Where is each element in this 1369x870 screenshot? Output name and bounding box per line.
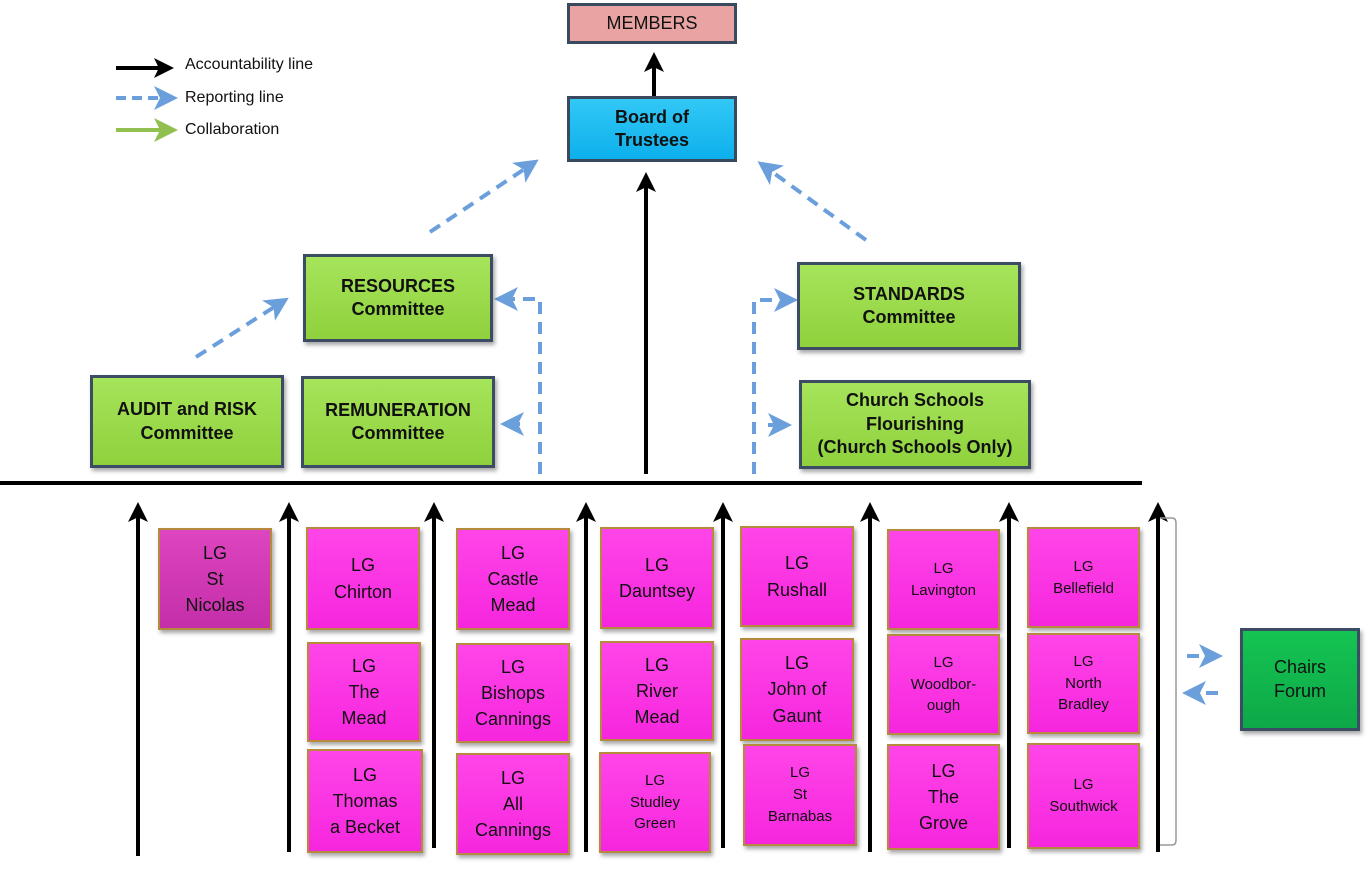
lg-john-of-gaunt-label: LG John of Gaunt: [767, 653, 827, 726]
remuneration-committee-label: REMUNERATION Committee: [325, 399, 471, 443]
lg-north-bradley: LG North Bradley: [1027, 633, 1140, 734]
lg-chirton-label: LG Chirton: [333, 555, 393, 602]
lg-lavington: LG Lavington: [887, 529, 1000, 630]
lg-studley-green-label: LG Studley Green: [629, 771, 681, 833]
lg-rushall-label: LG Rushall: [766, 553, 828, 600]
lg-woodborough-label: LG Woodbor- ough: [910, 653, 977, 715]
lg-bishops-cannings: LG Bishops Cannings: [456, 643, 570, 743]
lg-st-nicolas-label: LG St Nicolas: [185, 542, 245, 616]
resources-committee-label: RESOURCES Committee: [340, 275, 456, 319]
legend-reporting-label: Reporting line: [185, 89, 284, 106]
lg-st-nicolas: LG St Nicolas: [158, 528, 272, 630]
legend-accountability-label: Accountability line: [185, 56, 314, 73]
lg-accountability-arrows: [128, 502, 1168, 856]
remuneration-committee-box: REMUNERATION Committee: [301, 376, 495, 468]
lg-bellefield-label: LG Bellefield: [1053, 557, 1114, 597]
lg-st-barnabas-label: LG St Barnabas: [767, 764, 833, 825]
lg-chirton: LG Chirton: [306, 527, 420, 630]
reporting-lines: [194, 159, 1223, 705]
lg-southwick: LG Southwick: [1027, 743, 1140, 849]
lg-north-bradley-label: LG North Bradley: [1058, 652, 1109, 714]
standards-committee-box: STANDARDS Committee: [797, 262, 1021, 350]
board-label: Board of Trustees: [614, 106, 690, 150]
lg-all-cannings: LG All Cannings: [456, 753, 570, 855]
lg-the-mead: LG The Mead: [307, 642, 421, 742]
lg-castle-mead-label: LG Castle Mead: [487, 542, 539, 616]
church-schools-committee-box: Church Schools Flourishing (Church Schoo…: [799, 380, 1031, 469]
lg-group-bracket: [1160, 517, 1177, 846]
standards-committee-label: STANDARDS Committee: [853, 283, 965, 327]
lg-southwick-label: LG Southwick: [1049, 776, 1118, 815]
resources-committee-box: RESOURCES Committee: [303, 254, 493, 342]
lg-john-of-gaunt: LG John of Gaunt: [740, 638, 854, 741]
board-of-trustees-box: Board of Trustees: [567, 96, 737, 162]
members-box: MEMBERS: [567, 3, 737, 44]
lg-st-barnabas: LG St Barnabas: [743, 744, 857, 846]
lg-bellefield: LG Bellefield: [1027, 527, 1140, 628]
audit-risk-committee-label: AUDIT and RISK Committee: [116, 399, 257, 443]
lg-thomas-a-becket-label: LG Thomas a Becket: [329, 764, 401, 838]
lg-woodborough: LG Woodbor- ough: [887, 634, 1000, 735]
legend-collaboration-label: Collaboration: [185, 121, 280, 138]
lg-castle-mead: LG Castle Mead: [456, 528, 570, 630]
lg-studley-green: LG Studley Green: [599, 752, 711, 853]
chairs-forum-box: Chairs Forum: [1240, 628, 1360, 731]
lg-thomas-a-becket: LG Thomas a Becket: [307, 749, 423, 853]
members-label: MEMBERS: [606, 12, 698, 33]
lg-the-mead-label: LG The Mead: [341, 655, 387, 729]
lg-rushall: LG Rushall: [740, 526, 854, 627]
chairs-forum-label: Chairs Forum: [1273, 657, 1326, 701]
lg-the-grove-label: LG The Grove: [918, 760, 969, 834]
lg-all-cannings-label: LG All Cannings: [474, 767, 552, 841]
lg-lavington-label: LG Lavington: [910, 559, 977, 599]
audit-risk-committee-box: AUDIT and RISK Committee: [90, 375, 284, 468]
lg-bishops-cannings-label: LG Bishops Cannings: [474, 656, 552, 730]
church-schools-committee-label: Church Schools Flourishing (Church Schoo…: [817, 390, 1013, 458]
lg-river-mead: LG River Mead: [600, 641, 714, 741]
lg-river-mead-label: LG River Mead: [634, 654, 680, 728]
lg-dauntsey-label: LG Dauntsey: [618, 554, 696, 601]
lg-dauntsey: LG Dauntsey: [600, 527, 714, 629]
lg-the-grove: LG The Grove: [887, 744, 1000, 850]
